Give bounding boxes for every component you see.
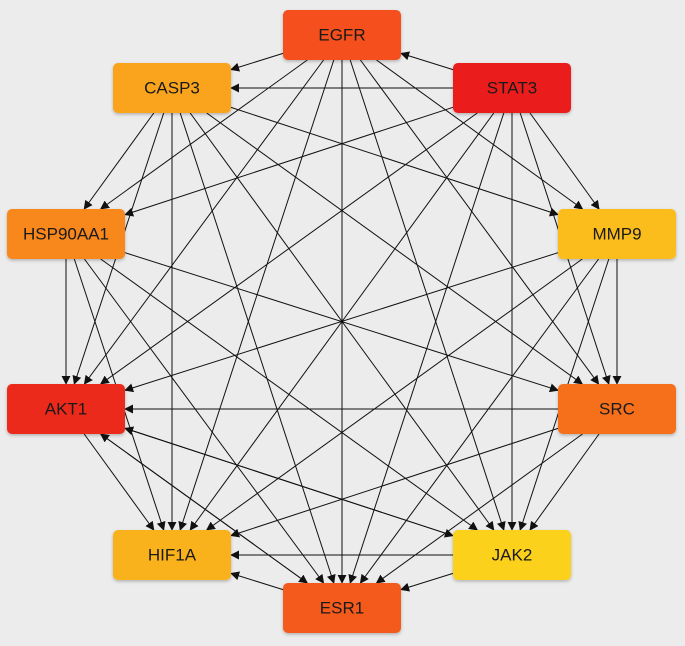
node-box-hsp90aa1[interactable] [7,209,125,259]
edge-mmp9-to-hif1a [205,258,583,531]
edge-mmp9-to-esr1 [359,258,600,584]
node-label-jak2: JAK2 [492,546,533,565]
edge-stat3-to-mmp9 [529,112,600,210]
node-label-egfr: EGFR [318,26,365,45]
node-label-hsp90aa1: HSP90AA1 [23,225,109,244]
node-box-hif1a[interactable] [113,530,231,580]
edge-src-to-hif1a [230,427,559,538]
node-label-stat3: STAT3 [487,79,537,98]
edge-egfr-to-casp3 [230,52,284,72]
node-box-akt1[interactable] [7,384,125,434]
node-label-casp3: CASP3 [144,79,200,98]
node-box-stat3[interactable] [453,63,571,113]
node-casp3[interactable]: CASP3 [113,63,231,113]
edge-stat3-to-egfr [400,51,454,71]
node-egfr[interactable]: EGFR [283,10,401,60]
node-label-akt1: AKT1 [45,400,88,419]
node-label-src: SRC [599,400,635,419]
node-esr1[interactable]: ESR1 [283,583,401,633]
node-label-hif1a: HIF1A [148,546,197,565]
edge-casp3-to-mmp9 [230,106,559,217]
node-hif1a[interactable]: HIF1A [113,530,231,580]
node-jak2[interactable]: JAK2 [453,530,571,580]
node-src[interactable]: SRC [558,384,676,434]
edge-akt1-to-hif1a [83,433,155,531]
edge-egfr-to-jak2 [349,59,506,531]
node-box-casp3[interactable] [113,63,231,113]
node-mmp9[interactable]: MMP9 [558,209,676,259]
edges-layer [61,51,622,592]
node-box-esr1[interactable] [283,583,401,633]
node-stat3[interactable]: STAT3 [453,63,571,113]
edge-jak2-to-akt1 [124,426,454,537]
edge-hsp90aa1-to-jak2 [100,258,479,531]
edge-src-to-esr1 [375,433,583,584]
edge-egfr-to-src [359,59,600,385]
edge-esr1-to-akt1 [99,433,308,584]
node-akt1[interactable]: AKT1 [7,384,125,434]
edge-mmp9-to-akt1 [124,252,559,393]
edge-egfr-to-hsp90aa1 [99,59,308,210]
edge-hsp90aa1-to-esr1 [83,258,325,584]
edge-stat3-to-esr1 [348,112,505,584]
node-box-egfr[interactable] [283,10,401,60]
edge-casp3-to-hsp90aa1 [83,112,155,210]
edge-src-to-jak2 [529,433,600,531]
edge-casp3-to-src [206,112,584,385]
node-label-mmp9: MMP9 [592,225,641,244]
node-box-src[interactable] [558,384,676,434]
edge-egfr-to-mmp9 [376,59,584,210]
edge-egfr-to-akt1 [83,59,325,385]
node-box-jak2[interactable] [453,530,571,580]
node-label-esr1: ESR1 [320,599,364,618]
edge-jak2-to-esr1 [400,572,454,592]
node-box-mmp9[interactable] [558,209,676,259]
edge-stat3-to-hsp90aa1 [124,106,454,217]
edge-esr1-to-hif1a [230,571,284,591]
node-hsp90aa1[interactable]: HSP90AA1 [7,209,125,259]
